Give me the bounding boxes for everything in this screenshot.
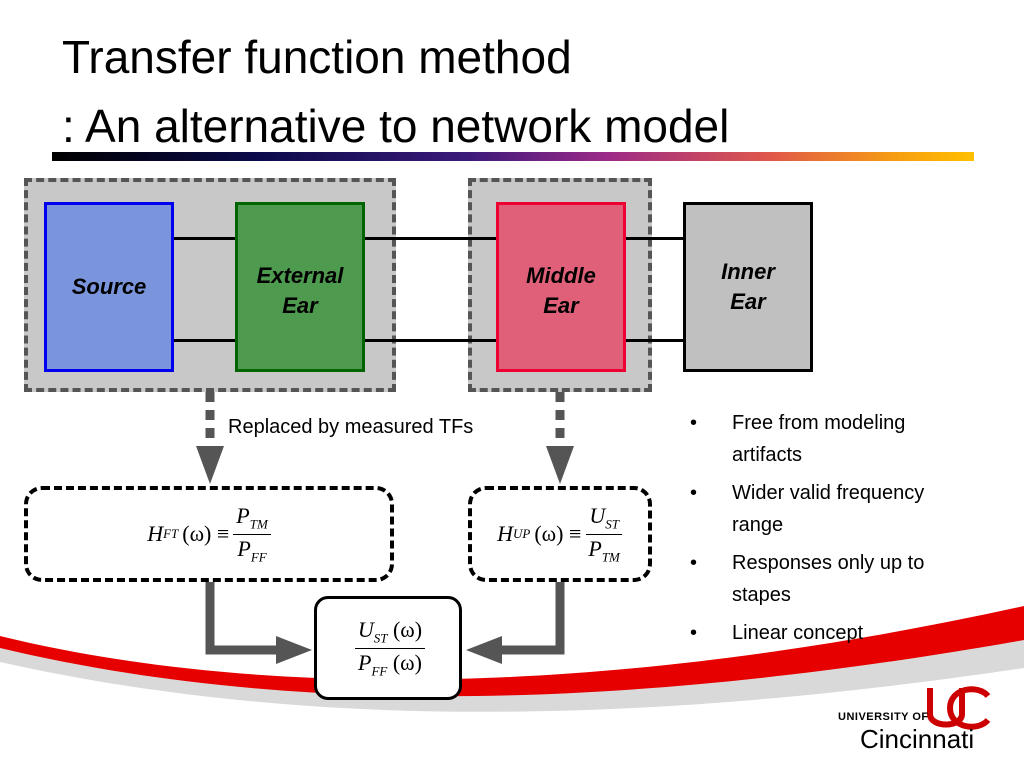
eq-left-lhs: H xyxy=(147,521,164,546)
elbow-arrow-left xyxy=(205,580,278,655)
result-num-sub: ST xyxy=(373,630,388,646)
logo-university-of: UNIVERSITY OF xyxy=(838,711,929,723)
uc-logo-c-shape xyxy=(946,686,991,730)
replaced-by-measured-tfs-label: Replaced by measured TFs xyxy=(228,416,474,438)
source-label: Source xyxy=(71,274,147,299)
result-fraction: UST (ω) PFF (ω) xyxy=(354,617,426,679)
result-den-sub: FF xyxy=(371,662,388,678)
eq-left-num: P xyxy=(236,503,250,529)
result-den-arg: (ω) xyxy=(392,649,422,675)
middle-ear-label-line-2: Ear xyxy=(543,293,579,318)
eq-left-num-sub: TM xyxy=(249,516,268,532)
bullet-symbol: • xyxy=(690,412,698,434)
elbow-arrow-right xyxy=(500,580,565,655)
result-den: P xyxy=(358,649,372,675)
bullet-text-line-1: Responses only up to xyxy=(732,552,925,574)
arrow-head xyxy=(276,636,312,664)
connector-line xyxy=(362,237,500,240)
bullet-text-line-2: artifacts xyxy=(732,444,803,466)
combined-transfer-function-box: UST (ω) PFF (ω) xyxy=(314,596,462,700)
arrow-head xyxy=(466,636,502,664)
eq-left-fraction: PTM PFF xyxy=(233,503,271,565)
connector-line xyxy=(624,339,686,342)
arrow-head xyxy=(196,446,224,484)
eq-left-arg: (ω) ≡ xyxy=(182,521,230,546)
source-block: Source xyxy=(44,202,174,372)
result-num: U xyxy=(357,617,374,643)
inner-ear-label-line-1: Inner xyxy=(721,259,775,284)
eq-right-num: U xyxy=(589,503,606,529)
eq-right-fraction: UST PTM xyxy=(585,503,623,565)
white-swoosh-shape xyxy=(0,662,1024,768)
slide-title-line-1: Transfer function method xyxy=(62,31,572,83)
external-ear-label-line-1: External xyxy=(256,263,344,288)
connector-line xyxy=(172,339,238,342)
bullet-item: • Free from modeling artifacts xyxy=(690,407,990,471)
eq-right-num-sub: ST xyxy=(605,516,619,532)
eq-right-lhs: H xyxy=(497,521,513,546)
bullet-symbol: • xyxy=(690,552,698,574)
eq-right-lhs-sub: UP xyxy=(512,526,531,541)
eq-left-den-sub: FF xyxy=(250,548,267,564)
eq-right-den: P xyxy=(588,535,602,561)
bullet-symbol: • xyxy=(690,622,698,644)
external-ear-label-line-2: Ear xyxy=(282,293,318,318)
bullet-item: • Wider valid frequency range xyxy=(690,477,990,541)
bullet-symbol: • xyxy=(690,482,698,504)
bullet-text-line-2: stapes xyxy=(732,584,791,606)
external-ear-block: External Ear xyxy=(235,202,365,372)
logo-cincinnati: Cincinnati xyxy=(860,724,975,754)
middle-ear-label-line-1: Middle xyxy=(526,263,596,288)
middle-ear-block: Middle Ear xyxy=(496,202,626,372)
title-underline-bar xyxy=(52,152,974,161)
bullet-item: • Linear concept xyxy=(690,617,990,649)
result-num-arg: (ω) xyxy=(392,617,423,643)
connector-line xyxy=(624,237,686,240)
inner-ear-block: Inner Ear xyxy=(683,202,813,372)
bullet-text-line-1: Free from modeling xyxy=(732,412,906,434)
uc-logo-u-shape xyxy=(927,688,965,728)
bullet-text-line-1: Linear concept xyxy=(732,622,864,644)
eq-right-den-sub: TM xyxy=(601,548,620,564)
eq-left-den: P xyxy=(237,535,251,561)
eq-left-lhs-sub: FT xyxy=(163,526,179,541)
slide-title-line-2: : An alternative to network model xyxy=(62,100,730,152)
connector-line xyxy=(362,339,500,342)
arrow-head xyxy=(546,446,574,484)
eq-right-arg: (ω) ≡ xyxy=(534,521,582,546)
bullet-text-line-2: range xyxy=(732,514,784,536)
inner-ear-label-line-2: Ear xyxy=(730,289,766,314)
uc-logo-mark xyxy=(927,686,991,730)
advantages-bullet-list: • Free from modeling artifacts • Wider v… xyxy=(690,407,990,655)
connector-line xyxy=(172,237,238,240)
bullet-item: • Responses only up to stapes xyxy=(690,547,990,611)
bullet-text-line-1: Wider valid frequency xyxy=(732,482,925,504)
